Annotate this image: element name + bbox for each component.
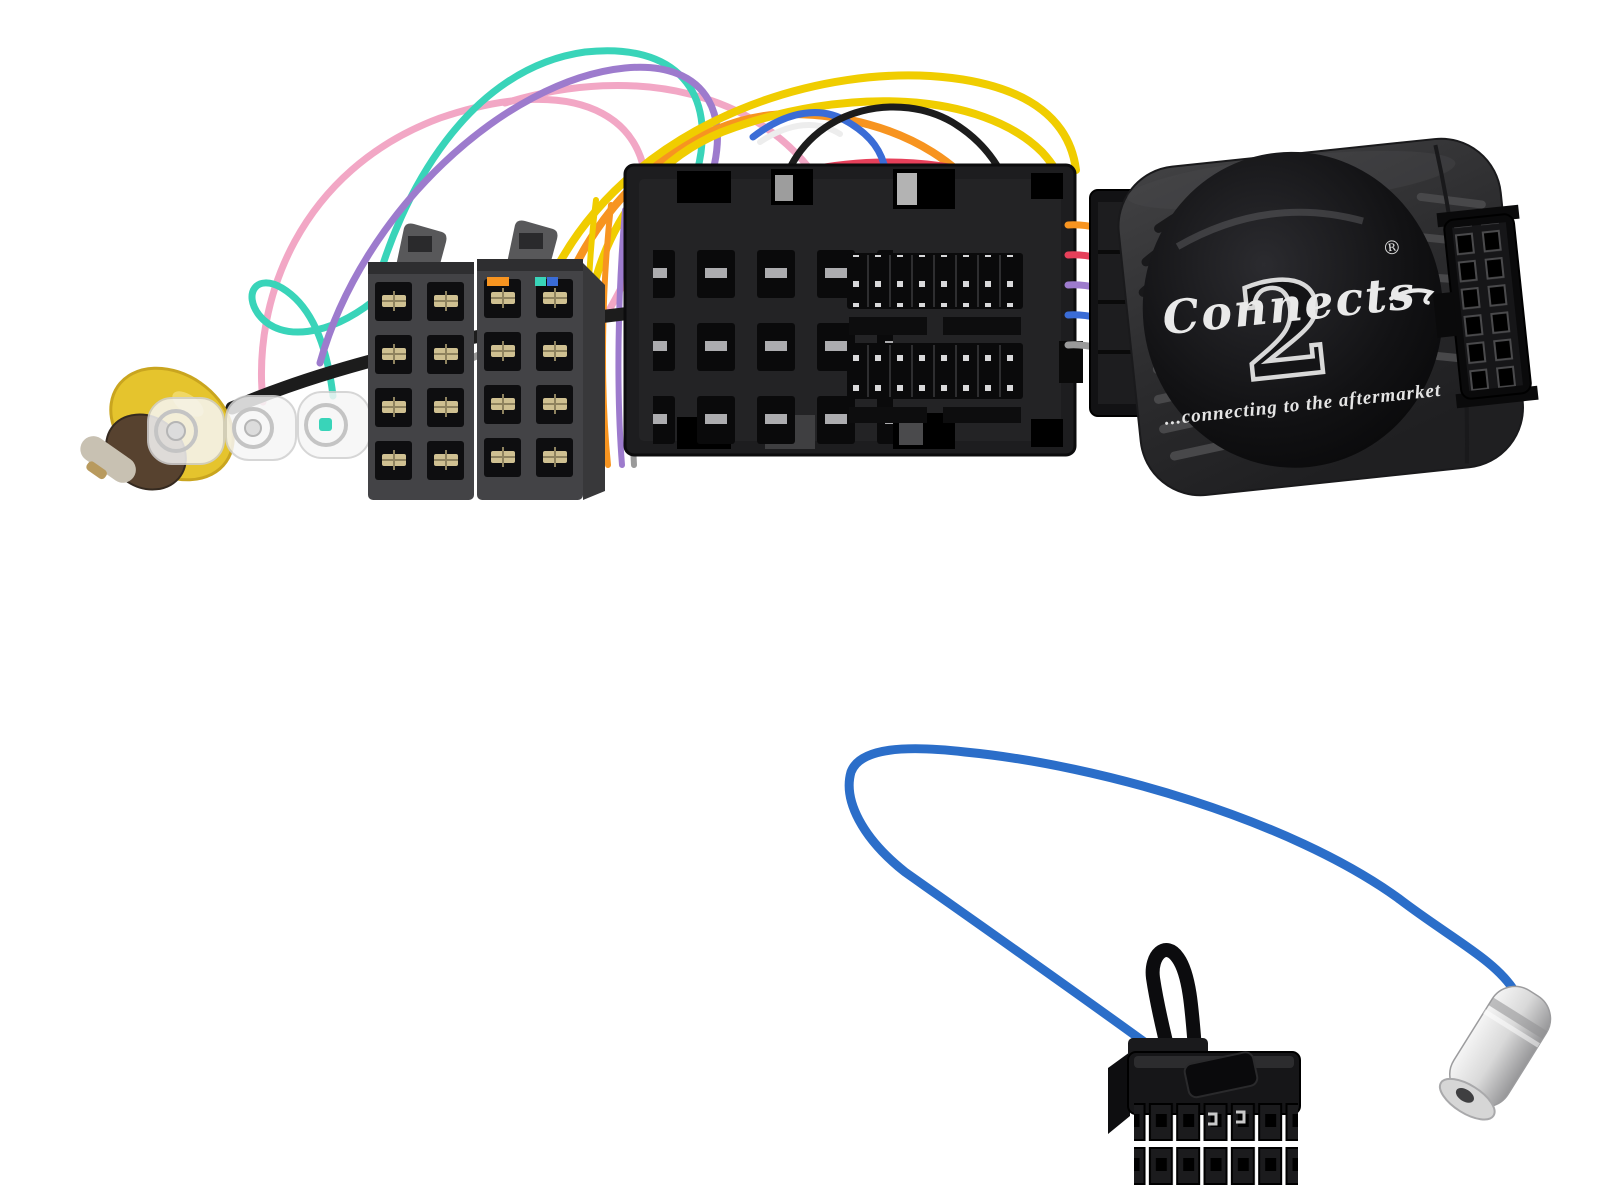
bullet-terminals	[147, 391, 371, 465]
quadlock-strip-lower-pins	[849, 345, 1021, 397]
iso-wire-stub-blue	[547, 277, 558, 286]
iso-top-edge	[477, 259, 583, 271]
connector-pin-grid	[1134, 1098, 1298, 1186]
ridge	[1416, 192, 1486, 209]
iso-top-edge	[368, 262, 474, 274]
cable-tie-loop	[1145, 943, 1203, 1069]
bullet-wire-end	[319, 418, 332, 431]
twelve-pin-connector	[1108, 943, 1301, 1186]
antenna-tip-hole	[1455, 1088, 1474, 1103]
socket-tab	[1432, 292, 1458, 338]
socket-holes	[1452, 222, 1523, 391]
interface-module: 2 Connects ® ...connecting to the afterm…	[1117, 137, 1539, 497]
quadlock-metal-clip	[775, 175, 793, 201]
bullet-connector-3	[297, 391, 371, 459]
quadlock-notch	[1031, 419, 1063, 447]
iso-connector-left	[368, 223, 474, 500]
antenna-collar-highlight	[1483, 1009, 1540, 1048]
connector-latch-bar	[1183, 1051, 1259, 1099]
bullet-crimp	[166, 421, 186, 441]
antenna-collar	[1488, 997, 1548, 1039]
iso-latch-hole	[408, 236, 432, 252]
bullet-body	[297, 391, 371, 459]
pin-clip-glint	[1208, 1112, 1218, 1126]
bullet-ring	[232, 407, 274, 449]
iso-wire-stub-orange	[487, 277, 509, 286]
pin-clip-glint	[1236, 1110, 1246, 1124]
quadlock-slot	[943, 407, 1021, 423]
iso-latch-hole	[519, 233, 543, 249]
bundle-purple-wire	[615, 207, 628, 468]
quadlock-notch	[677, 171, 731, 203]
blue-wire	[749, 109, 890, 176]
logo-numeral-2: 2	[1232, 249, 1338, 411]
quadlock-strip-upper-pins	[849, 255, 1021, 307]
oval-reflection	[1175, 208, 1364, 250]
bullet-ring	[304, 403, 348, 447]
bullet-ring	[154, 409, 198, 453]
logo-registered-mark: ®	[1381, 236, 1402, 260]
quadlock-slot	[943, 317, 1021, 335]
quadlock-connector	[623, 163, 1083, 462]
iso-wire-stub-teal	[535, 277, 546, 286]
rca-metal-tip	[80, 436, 136, 483]
teal-wire	[248, 279, 376, 400]
bullet-connector-1	[147, 397, 225, 465]
white-wire	[757, 122, 843, 145]
antenna-lead-cable	[844, 744, 1520, 1057]
module-logo-oval	[1142, 151, 1443, 468]
iso-side-face	[583, 263, 605, 500]
antenna-connector	[1438, 985, 1552, 1121]
rca-prong	[86, 461, 107, 480]
bullet-connector-2	[225, 395, 297, 461]
connector-side-face	[1108, 1052, 1130, 1134]
quadlock-notch	[1031, 173, 1063, 199]
iso-pin-grid	[478, 275, 582, 487]
quadlock-metal-clip	[897, 173, 917, 205]
logo-swash	[1389, 288, 1435, 305]
quadlock-slot	[849, 407, 927, 423]
iso-pin-grid	[369, 276, 473, 488]
iso-connector-right	[477, 220, 605, 500]
quadlock-slot	[849, 317, 927, 335]
module-output-socket	[1432, 204, 1539, 409]
bullet-crimp	[244, 419, 262, 437]
